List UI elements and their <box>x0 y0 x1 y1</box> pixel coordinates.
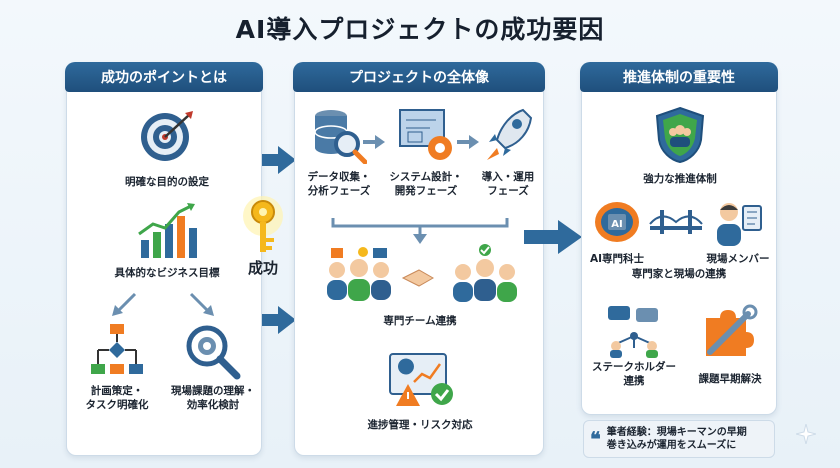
author-note: ❝ 筆者経験：現場キーマンの早期 巻き込みが運用をスムーズに <box>583 420 775 458</box>
arrow-center-to-right <box>524 220 582 254</box>
item-business-goals: 具体的なビジネス目標 <box>97 202 237 280</box>
specialist-team-collaboration-label: 専門チーム連携 <box>383 315 457 327</box>
progress-risk-management-label: 進捗管理・リスク対応 <box>367 419 473 431</box>
worker-icon <box>717 203 762 246</box>
item-planning: 計画策定・ タスク明確化 <box>71 322 163 412</box>
bar-chart-icon <box>138 203 197 258</box>
panel-project-overview: プロジェクトの全体像 データ収集・ 分析フェーズ システム設計・ 開発フェーズ <box>293 62 545 456</box>
phase-data-collection: データ収集・ 分析フェーズ <box>297 106 381 198</box>
arrow-left-to-center-top <box>262 146 296 174</box>
success-key: 成功 <box>230 196 296 278</box>
quote-icon: ❝ <box>590 427 601 451</box>
author-note-line1: 筆者経験：現場キーマンの早期 <box>606 426 747 438</box>
dashboard-warning-icon <box>389 353 453 406</box>
stakeholder-collaboration: ステークホルダー 連携 <box>586 304 682 388</box>
author-note-line2: 巻き込みが運用をスムーズに <box>606 440 737 451</box>
phase-deployment-label: 導入・運用 フェーズ <box>481 171 535 198</box>
down-arrow-icon <box>331 218 509 244</box>
field-member: 現場メンバー <box>700 198 776 266</box>
sparkle-icon <box>796 424 816 444</box>
item-field-issues: 現場課題の理解・ 効率化検討 <box>163 322 263 412</box>
key-icon <box>243 196 283 252</box>
flowchart-icon <box>91 324 143 374</box>
down-left-arrow-icon <box>112 292 137 316</box>
svg-text:AI: AI <box>611 219 622 230</box>
database-search-icon <box>314 110 367 164</box>
panel-header-project-overview: プロジェクトの全体像 <box>293 62 545 92</box>
ai-specialist: AI AI専門科士 <box>586 198 648 266</box>
rocket-icon <box>487 108 533 160</box>
item-business-goals-label: 具体的なビジネス目標 <box>114 267 220 279</box>
phase-deployment: 導入・運用 フェーズ <box>473 106 543 198</box>
early-issue-resolution-label: 課題早期解決 <box>698 373 762 385</box>
early-issue-resolution: 課題早期解決 <box>684 304 776 386</box>
right-arrow-icon <box>363 135 385 149</box>
field-member-label: 現場メンバー <box>706 253 770 265</box>
panel-header-success-points: 成功のポイントとは <box>65 62 263 92</box>
progress-risk-management: 進捗管理・リスク対応 <box>345 350 495 432</box>
item-clear-objective-label: 明確な目的の設定 <box>125 176 209 188</box>
item-clear-objective: 明確な目的の設定 <box>107 109 227 189</box>
expert-field-collaboration-label: 専門家と現場の連携 <box>631 268 727 280</box>
target-icon <box>141 111 193 161</box>
phase-system-design-label: システム設計・ 開発フェーズ <box>389 171 463 198</box>
item-planning-label: 計画策定・ タスク明確化 <box>85 385 149 412</box>
panel-header-promotion-structure: 推進体制の重要性 <box>580 62 778 92</box>
success-key-label: 成功 <box>247 259 278 277</box>
phase-data-collection-label: データ収集・ 分析フェーズ <box>307 171 371 198</box>
magnifier-gear-icon <box>186 325 241 380</box>
strong-promotion-structure-label: 強力な推進体制 <box>643 173 717 185</box>
strong-promotion-structure: 強力な推進体制 <box>618 106 742 186</box>
stakeholder-network-icon <box>608 306 658 358</box>
puzzle-wrench-icon <box>706 304 758 356</box>
blueprint-gear-icon <box>399 109 452 160</box>
ai-brain-icon: AI <box>595 202 639 242</box>
ai-specialist-label: AI専門科士 <box>589 253 645 265</box>
team-handshake-icon <box>327 244 517 302</box>
phase-system-design: システム設計・ 開発フェーズ <box>381 106 471 198</box>
shield-team-icon <box>655 106 705 164</box>
stakeholder-collaboration-label: ステークホルダー 連携 <box>592 361 676 388</box>
item-field-issues-label: 現場課題の理解・ 効率化検討 <box>171 385 255 412</box>
arrow-left-to-center-bottom <box>262 306 296 334</box>
panel-promotion-structure: 推進体制の重要性 強力な推進体制 AI AI専門科士 <box>580 62 778 415</box>
page-title: AI導入プロジェクトの成功要因 <box>235 15 605 44</box>
panel-success-points: 成功のポイントとは 明確な目的の設定 具体的なビジネス目標 <box>65 62 263 456</box>
bridge-icon <box>649 210 703 234</box>
specialist-team-collaboration: 専門チーム連携 <box>315 244 525 328</box>
right-arrow-icon <box>457 135 479 149</box>
down-right-arrow-icon <box>189 292 214 316</box>
